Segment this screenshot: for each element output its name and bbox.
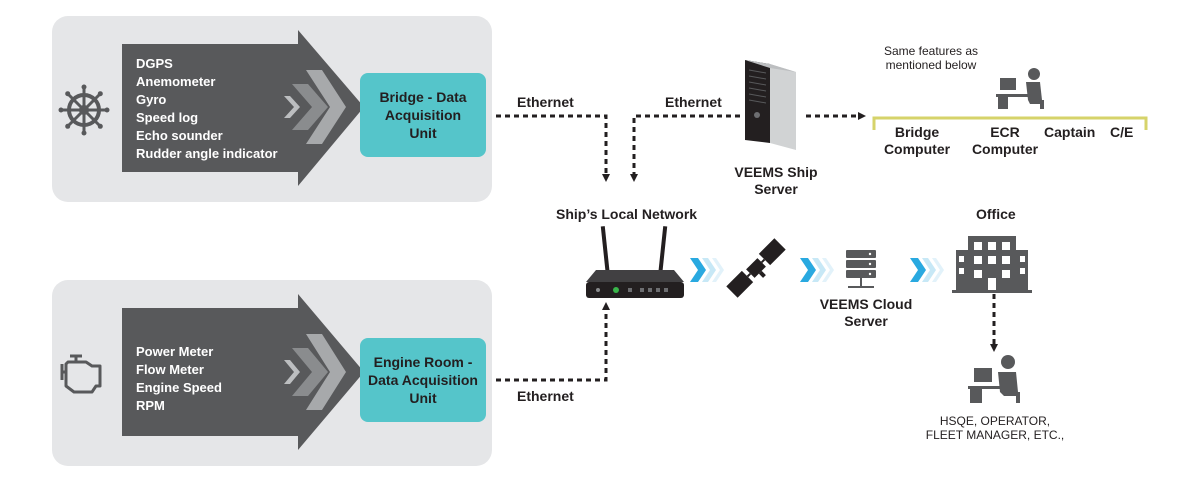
ship-server-label: VEEMS Ship Server [734,164,818,197]
bridge-sensor-arrow [122,30,364,186]
server-to-network-link [630,114,740,182]
engine-dau-label: Engine Room - Data Acquisition Unit [368,354,478,406]
computer-bridge: Bridge Computer [883,124,951,157]
ethernet-label-bridge: Ethernet [517,94,574,110]
computers-bracket [872,116,1148,130]
sensor-rpm: RPM [136,398,165,413]
bridge-to-network-link [496,114,610,182]
office-user-icon [968,355,1020,403]
sensor-anemometer: Anemometer [136,74,216,89]
bridge-dau-label: Bridge - Data Acquisition Unit [379,89,467,141]
engine-sensor-list: Power Meter Flow Meter Engine Speed RPM [136,343,222,415]
network-label: Ship’s Local Network [556,206,698,222]
engine-sensor-arrow [122,294,364,450]
router-icon [586,226,684,298]
engine-icon [60,354,102,394]
chevrons-satellite-cloud [800,258,834,282]
computer-captain: Captain [1044,124,1096,140]
engine-to-network-link [496,302,610,382]
office-building-icon [952,236,1032,293]
cloud-server-icon [846,250,876,288]
computer-ecr: ECR Computer [971,124,1039,157]
ethernet-label-server: Ethernet [665,94,722,110]
office-users-label: HSQE, OPERATOR, FLEET MANAGER, ETC., [925,414,1065,442]
features-note: Same features as mentioned below [883,44,979,72]
sensor-flow-meter: Flow Meter [136,362,204,377]
cloud-server-label: VEEMS Cloud Server [819,296,913,329]
chevrons-router-satellite [690,258,724,282]
sensor-speed-log: Speed log [136,110,199,125]
connectors [496,112,998,382]
ship-wheel-icon [58,84,110,136]
sensor-gyro: Gyro [136,92,167,107]
sensor-rudder-angle: Rudder angle indicator [136,146,278,161]
desk-user-icon [996,68,1044,109]
sensor-echo-sounder: Echo sounder [136,128,223,143]
bridge-dau-box: Bridge - Data Acquisition Unit [360,73,486,157]
ethernet-label-engine: Ethernet [517,388,574,404]
bridge-sensor-list: DGPS Anemometer Gyro Speed log Echo soun… [136,55,278,163]
sensor-power-meter: Power Meter [136,344,214,359]
office-label: Office [976,206,1016,222]
satellite-icon [726,238,786,298]
computer-ce: C/E [1110,124,1134,140]
chevrons-cloud-office [910,258,944,282]
server-tower-icon [745,60,796,150]
sensor-dgps: DGPS [136,56,173,71]
sensor-engine-speed: Engine Speed [136,380,222,395]
engine-dau-box: Engine Room - Data Acquisition Unit [360,338,486,422]
